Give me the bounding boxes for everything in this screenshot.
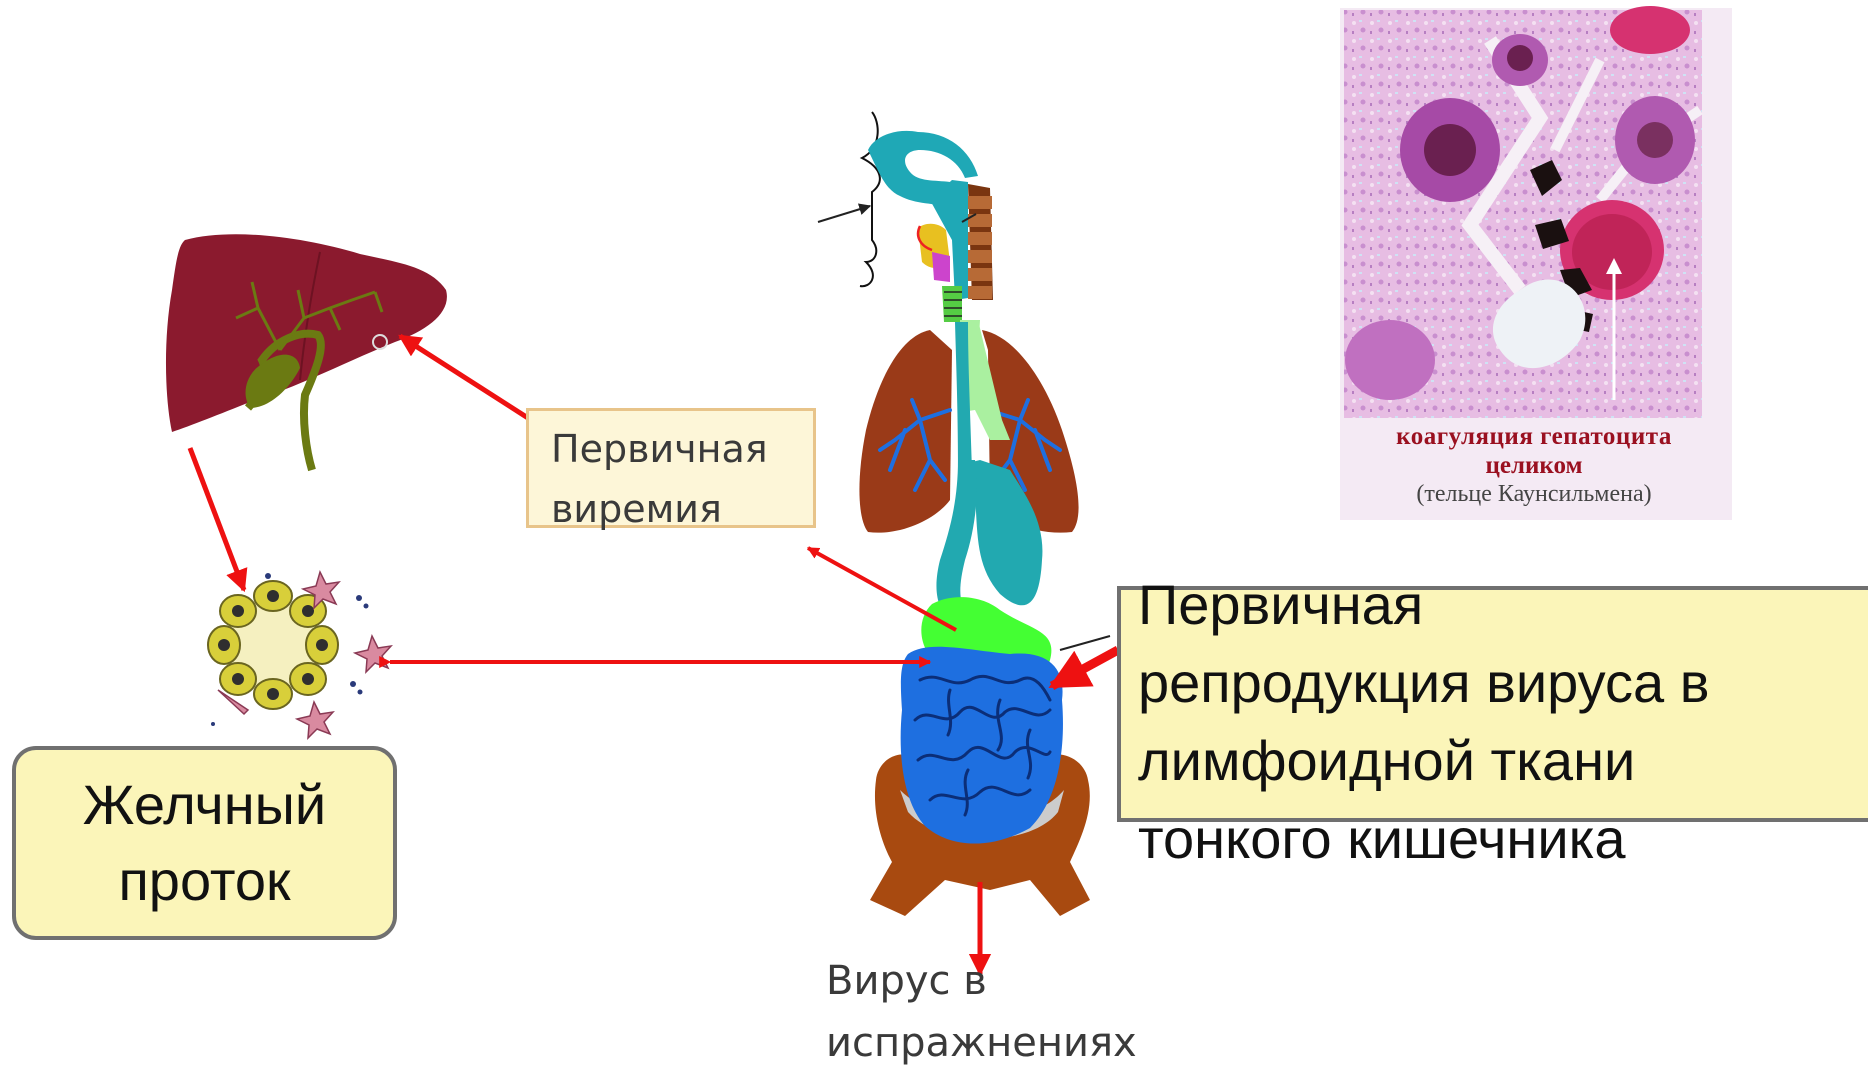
primary-reproduction-line-1: Первичная [1138,566,1858,644]
virus-in-feces-line-2: испражнениях [826,1012,1186,1074]
liver-illustration [166,234,447,470]
micrograph-caption-line-2: целиком [1338,451,1730,480]
arrow-to-liver [400,336,528,418]
virus-in-feces-line-1: Вирус в [826,950,1186,1012]
bile-duct-line-2: проток [83,843,326,919]
micrograph-caption-line-1: коагуляция гепатоцита [1338,422,1730,451]
human-digestive-system-illustration [818,112,1110,916]
arrow-to-duodenum [1052,650,1118,686]
primary-viremia-line-1: Первичная [551,419,791,479]
bile-duct-label: Желчный проток [12,746,397,940]
arrow-liver-to-bile-duct [190,448,244,590]
bile-duct-line-1: Желчный [83,767,326,843]
micrograph-caption: коагуляция гепатоцита целиком (тельце Ка… [1338,422,1730,509]
bile-duct-cells-illustration [208,572,391,738]
arrow-viremia [808,548,956,630]
primary-viremia-line-2: виремия [551,479,791,539]
primary-viremia-label: Первичная виремия [526,408,816,528]
primary-reproduction-line-2: репродукция вируса в [1138,644,1858,722]
micrograph-caption-line-3: (тельце Каунсильмена) [1338,480,1730,509]
virus-in-feces-label: Вирус в испражнениях [826,950,1186,1074]
primary-reproduction-line-4: тонкого кишечника [1138,800,1858,878]
primary-reproduction-label: Первичная репродукция вируса в лимфоидно… [1138,566,1858,878]
primary-reproduction-line-3: лимфоидной ткани [1138,722,1858,800]
